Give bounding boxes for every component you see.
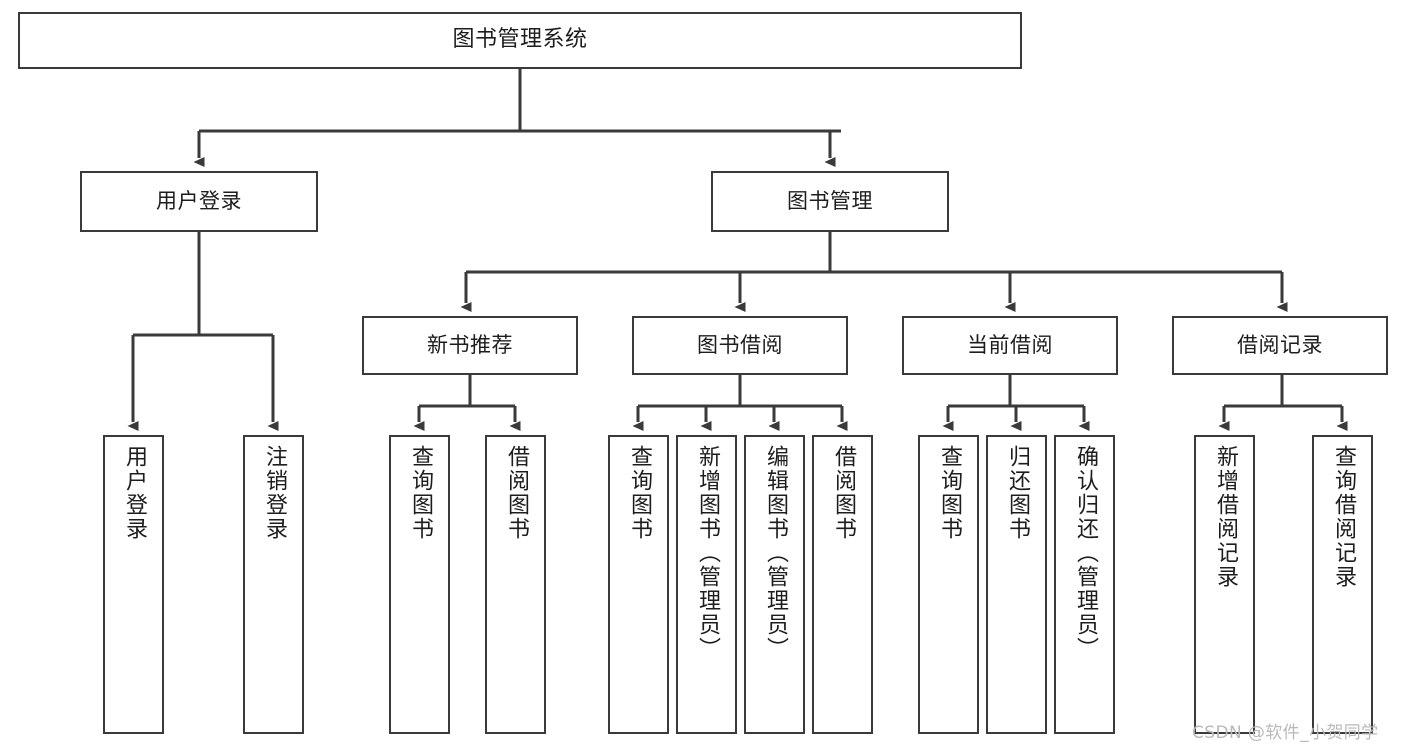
- node-leaf-query-book-3[interactable]: 查询图书: [918, 435, 979, 734]
- node-user-login-label: 用户登录: [156, 188, 242, 213]
- node-user-login[interactable]: 用户登录: [80, 171, 318, 232]
- node-current-borrow-label: 当前借阅: [967, 332, 1053, 357]
- node-leaf-user-login[interactable]: 用户登录: [103, 435, 164, 734]
- node-leaf-query-book-3-label: 查询图书: [936, 445, 962, 541]
- node-leaf-query-book-1-label: 查询图书: [407, 445, 433, 541]
- node-root[interactable]: 图书管理系统: [18, 12, 1022, 69]
- node-leaf-query-book-2-label: 查询图书: [626, 445, 652, 541]
- node-leaf-borrow-book-1[interactable]: 借阅图书: [485, 435, 546, 734]
- node-leaf-add-book-label: 新增图书（管理员）: [694, 445, 720, 661]
- node-borrow-record[interactable]: 借阅记录: [1172, 316, 1388, 375]
- node-book-borrow[interactable]: 图书借阅: [632, 316, 848, 375]
- node-leaf-confirm-return[interactable]: 确认归还（管理员）: [1054, 435, 1115, 734]
- node-leaf-return-book[interactable]: 归还图书: [986, 435, 1047, 734]
- csdn-watermark: CSDN @软件_小贺同学: [1192, 723, 1379, 743]
- node-leaf-borrow-book-2[interactable]: 借阅图书: [812, 435, 873, 734]
- node-leaf-edit-book[interactable]: 编辑图书（管理员）: [744, 435, 805, 734]
- node-leaf-user-login-label: 用户登录: [121, 445, 147, 541]
- node-leaf-query-book-1[interactable]: 查询图书: [389, 435, 450, 734]
- node-book-manage[interactable]: 图书管理: [711, 171, 949, 232]
- node-leaf-borrow-book-1-label: 借阅图书: [503, 445, 529, 541]
- node-new-book-rec-label: 新书推荐: [427, 332, 513, 357]
- node-leaf-edit-book-label: 编辑图书（管理员）: [762, 445, 788, 661]
- node-book-manage-label: 图书管理: [787, 188, 873, 213]
- node-leaf-add-record-label: 新增借阅记录: [1212, 445, 1238, 589]
- node-leaf-add-record[interactable]: 新增借阅记录: [1194, 435, 1255, 734]
- node-book-borrow-label: 图书借阅: [697, 332, 783, 357]
- node-current-borrow[interactable]: 当前借阅: [902, 316, 1118, 375]
- node-leaf-confirm-return-label: 确认归还（管理员）: [1072, 445, 1098, 661]
- node-leaf-query-book-2[interactable]: 查询图书: [608, 435, 669, 734]
- node-leaf-add-book[interactable]: 新增图书（管理员）: [676, 435, 737, 734]
- node-root-label: 图书管理系统: [452, 27, 588, 53]
- node-leaf-borrow-book-2-label: 借阅图书: [830, 445, 856, 541]
- node-leaf-query-record-label: 查询借阅记录: [1330, 445, 1356, 589]
- node-borrow-record-label: 借阅记录: [1237, 332, 1323, 357]
- node-leaf-user-logout-label: 注销登录: [261, 445, 287, 541]
- node-leaf-user-logout[interactable]: 注销登录: [243, 435, 304, 734]
- node-leaf-query-record[interactable]: 查询借阅记录: [1312, 435, 1373, 734]
- node-leaf-return-book-label: 归还图书: [1004, 445, 1030, 541]
- node-new-book-rec[interactable]: 新书推荐: [362, 316, 578, 375]
